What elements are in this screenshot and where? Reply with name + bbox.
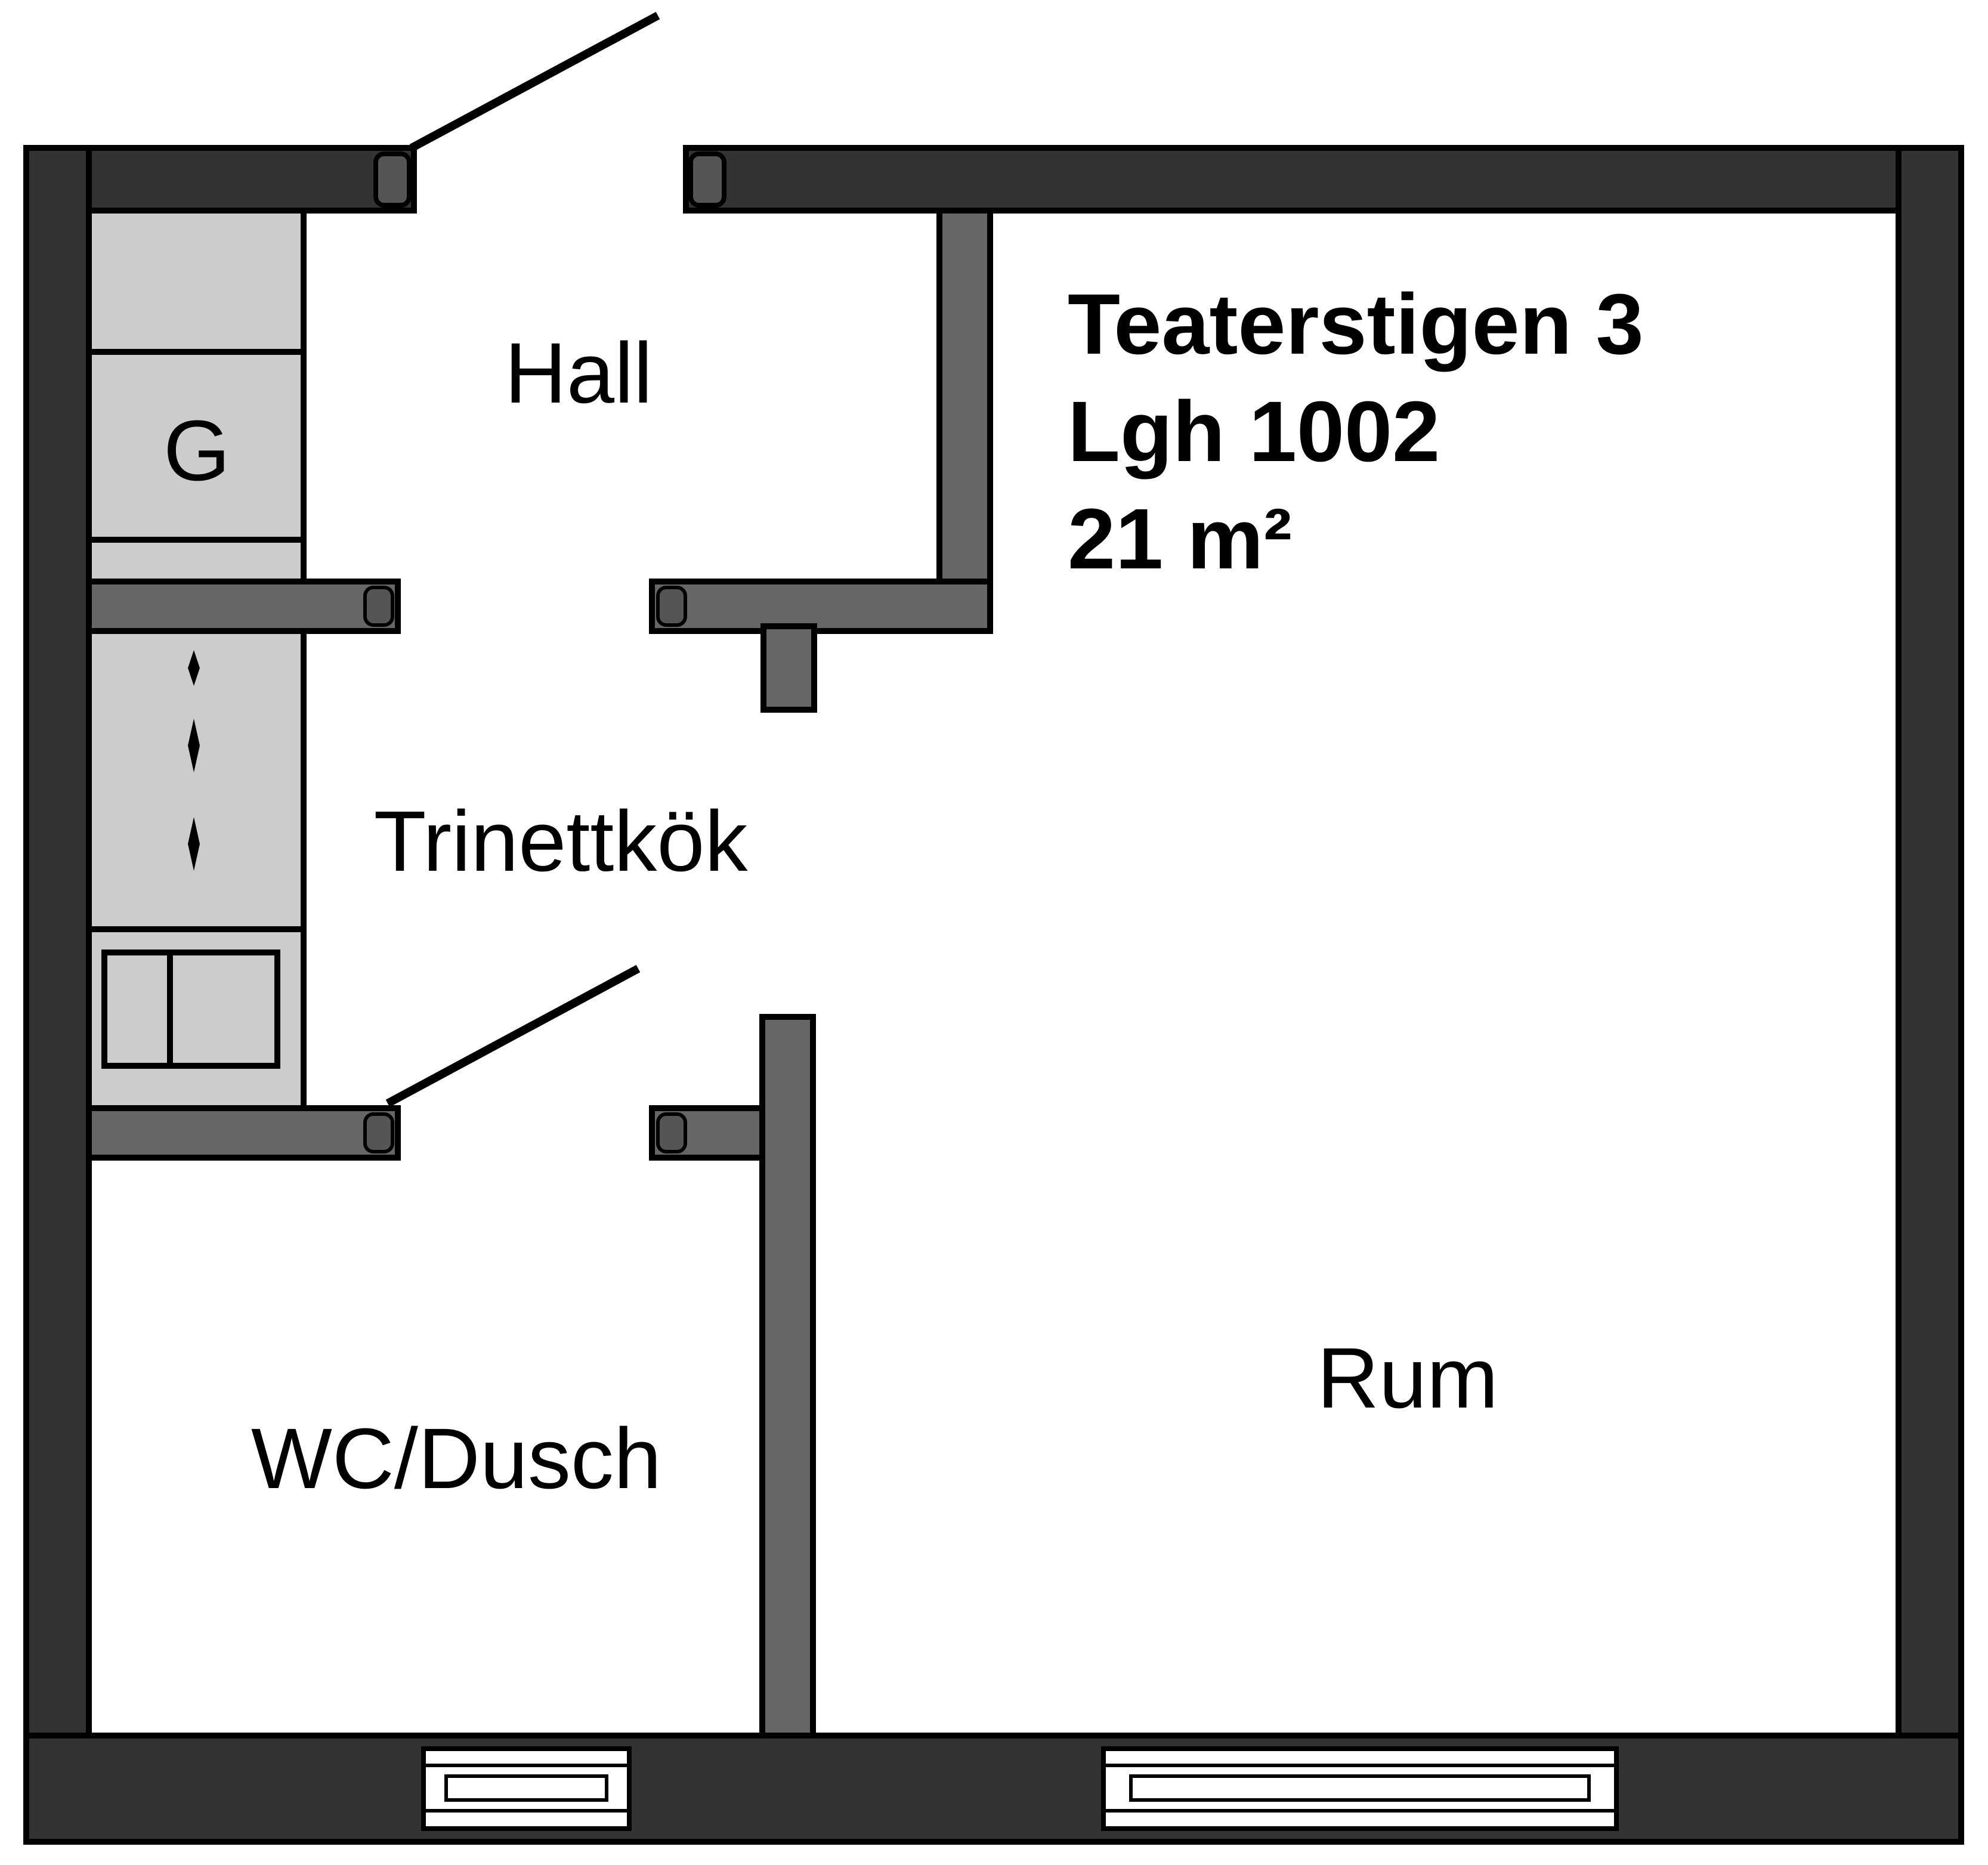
room-label-hall: Hall (505, 325, 653, 421)
left-wall (23, 145, 92, 1845)
counter-dash-3 (188, 817, 200, 871)
closet-south-wall (86, 579, 401, 634)
room-label-bathroom: WC/Dusch (251, 1411, 661, 1507)
kitchen-counter (86, 628, 307, 932)
window-right (1101, 1746, 1619, 1831)
entrance-jambs (373, 151, 726, 208)
apartment-label: Lgh 1002 (1068, 383, 1440, 480)
wc-east-wall (759, 1014, 816, 1739)
right-wall (1896, 145, 1964, 1845)
wardrobe (86, 208, 307, 584)
room-label-main: Rum (1317, 1330, 1498, 1426)
wc-north-wall-left (86, 1105, 401, 1161)
hall-east-wall (936, 208, 993, 634)
hall-south-wall-right (649, 579, 993, 634)
entrance-door (409, 11, 660, 152)
address-label: Teaterstigen 3 (1068, 276, 1644, 372)
room-label-kitchen: Trinettkök (374, 793, 749, 889)
bottom-wall (23, 1733, 1964, 1845)
counter-dash-1 (188, 650, 200, 686)
counter-dash-2 (188, 719, 200, 772)
entrance-jamb-left (373, 151, 412, 208)
wall-stub (760, 623, 817, 713)
bathroom-door (385, 964, 641, 1108)
entrance-jamb-right (688, 151, 726, 208)
window-left (421, 1746, 632, 1831)
stove (86, 926, 307, 1111)
top-wall-right (683, 145, 1964, 214)
outer-walls (23, 145, 1964, 1845)
inner-jambs (363, 586, 687, 1153)
room-label-wardrobe: G (163, 403, 230, 499)
area-label: 21 m² (1068, 491, 1292, 587)
